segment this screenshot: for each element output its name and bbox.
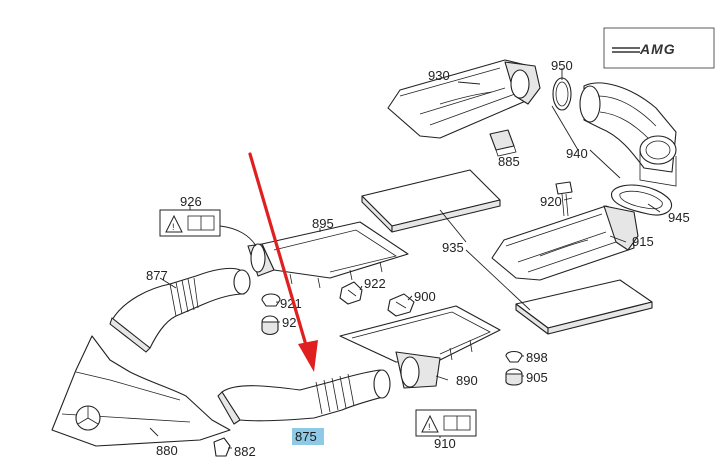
label-885: 885 — [498, 154, 520, 169]
label-930: 930 — [428, 68, 450, 83]
grommet-905 — [505, 368, 523, 386]
intake-duct-877 — [109, 267, 251, 353]
label-935: 935 — [442, 240, 464, 255]
label-905: 905 — [526, 370, 548, 385]
intake-elbow-940 — [579, 82, 677, 187]
amg-logo-text: AMG — [639, 41, 676, 57]
label-877: 877 — [146, 268, 168, 283]
label-945: 945 — [668, 210, 690, 225]
bolt-920 — [555, 181, 573, 217]
label-950: 950 — [551, 58, 573, 73]
bracket-922 — [339, 281, 363, 305]
label-898: 898 — [526, 350, 548, 365]
label-875: 875 — [295, 429, 317, 444]
filter-element-lower-935 — [515, 279, 653, 335]
filter-element-upper-935 — [361, 169, 501, 233]
clip-921 — [261, 293, 281, 307]
bracket-885 — [489, 129, 517, 157]
label-890: 890 — [456, 373, 478, 388]
clip-882 — [213, 437, 231, 457]
intake-duct-875 — [217, 369, 391, 425]
label-940: 940 — [566, 146, 588, 161]
grommet-92 — [261, 315, 279, 336]
red-pointer-arrow — [248, 152, 318, 372]
label-926: 926 — [180, 194, 202, 209]
label-895: 895 — [312, 216, 334, 231]
label-922: 922 — [364, 276, 386, 291]
label-910: 910 — [434, 436, 456, 451]
label-92: 92 — [282, 315, 296, 330]
clamp-ring-950 — [552, 77, 572, 111]
gasket-945 — [611, 184, 672, 216]
warning-label-910: ! — [415, 409, 477, 437]
airbox-housing-895 — [247, 221, 409, 289]
airbox-housing-890 — [339, 305, 501, 389]
part-labels: 930 950 885 940 920 945 926 895 935 915 … — [146, 58, 690, 459]
clip-898 — [505, 350, 523, 363]
amg-logo: AMG — [603, 27, 715, 69]
engine-cover-930 — [387, 59, 541, 139]
engine-cover-915 — [491, 205, 639, 281]
label-915: 915 — [632, 234, 654, 249]
leader-lines — [149, 68, 661, 449]
label-900: 900 — [414, 289, 436, 304]
label-880: 880 — [156, 443, 178, 458]
highlight-box-875 — [292, 428, 324, 445]
svg-text:!: ! — [428, 422, 431, 432]
engine-shroud-880 — [51, 335, 231, 447]
warning-label-926: ! — [159, 209, 221, 237]
label-920: 920 — [540, 194, 562, 209]
svg-text:!: ! — [172, 222, 175, 232]
label-882: 882 — [234, 444, 256, 459]
bracket-900 — [387, 293, 415, 317]
